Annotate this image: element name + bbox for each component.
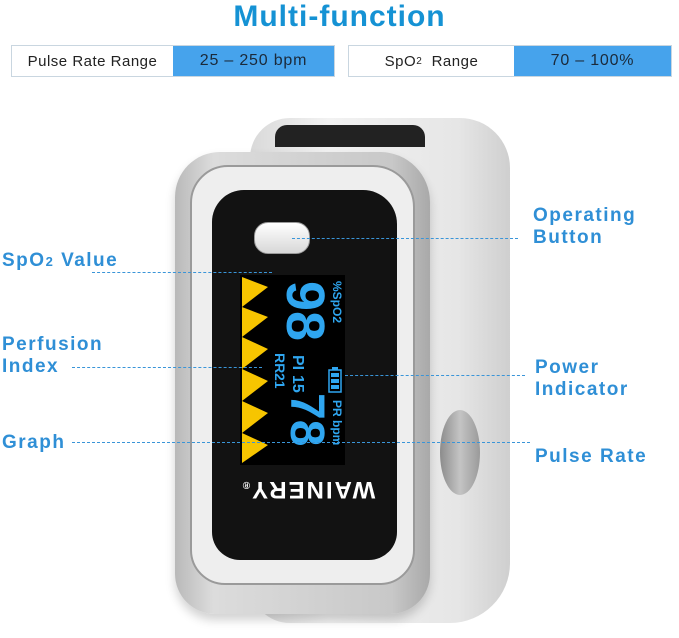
leader-line-spo2 <box>92 272 272 273</box>
callout-spo2-value: SpO2 Value <box>2 250 119 271</box>
leader-line-graph <box>72 442 530 443</box>
callout-graph: Graph <box>2 432 66 453</box>
pulse-rate-range-label: Pulse Rate Range <box>12 46 173 76</box>
side-hinge <box>440 410 480 495</box>
rr-label: RR <box>272 353 288 374</box>
finger-slot <box>275 125 425 147</box>
battery-icon <box>328 367 342 393</box>
pr-unit: PR bpm <box>330 400 344 446</box>
pulse-rate-range-value: 25 – 250 bpm <box>173 46 334 76</box>
pulse-rate-range: Pulse Rate Range 25 – 250 bpm <box>11 45 335 77</box>
leader-line-power <box>345 375 525 376</box>
pi-label: PI <box>289 355 306 371</box>
rr-value: 21 <box>272 373 288 389</box>
pr-value: 78 <box>280 393 333 447</box>
oled-screen: 98 %SpO2 PI 15 RR 21 78 PR bpm <box>240 275 345 465</box>
spo2-unit: %SpO2 <box>330 281 344 324</box>
spo2-range-value: 70 – 100% <box>513 46 671 76</box>
spo2-value: 98 <box>275 281 335 342</box>
pi-value: 15 <box>289 375 306 393</box>
brand-logo: WAINERY® <box>240 476 376 503</box>
callout-pulse-rate: Pulse Rate <box>535 446 648 467</box>
pleth-graph-icon <box>242 277 268 463</box>
leader-line-operating-button <box>292 238 518 239</box>
callout-perfusion-index: Perfusion Index <box>2 334 104 377</box>
leader-line-perfusion <box>72 367 262 368</box>
page-title: Multi-function <box>233 0 446 33</box>
callout-power-indicator: Power Indicator <box>535 357 629 400</box>
callout-operating-button: Operating Button <box>533 205 637 248</box>
